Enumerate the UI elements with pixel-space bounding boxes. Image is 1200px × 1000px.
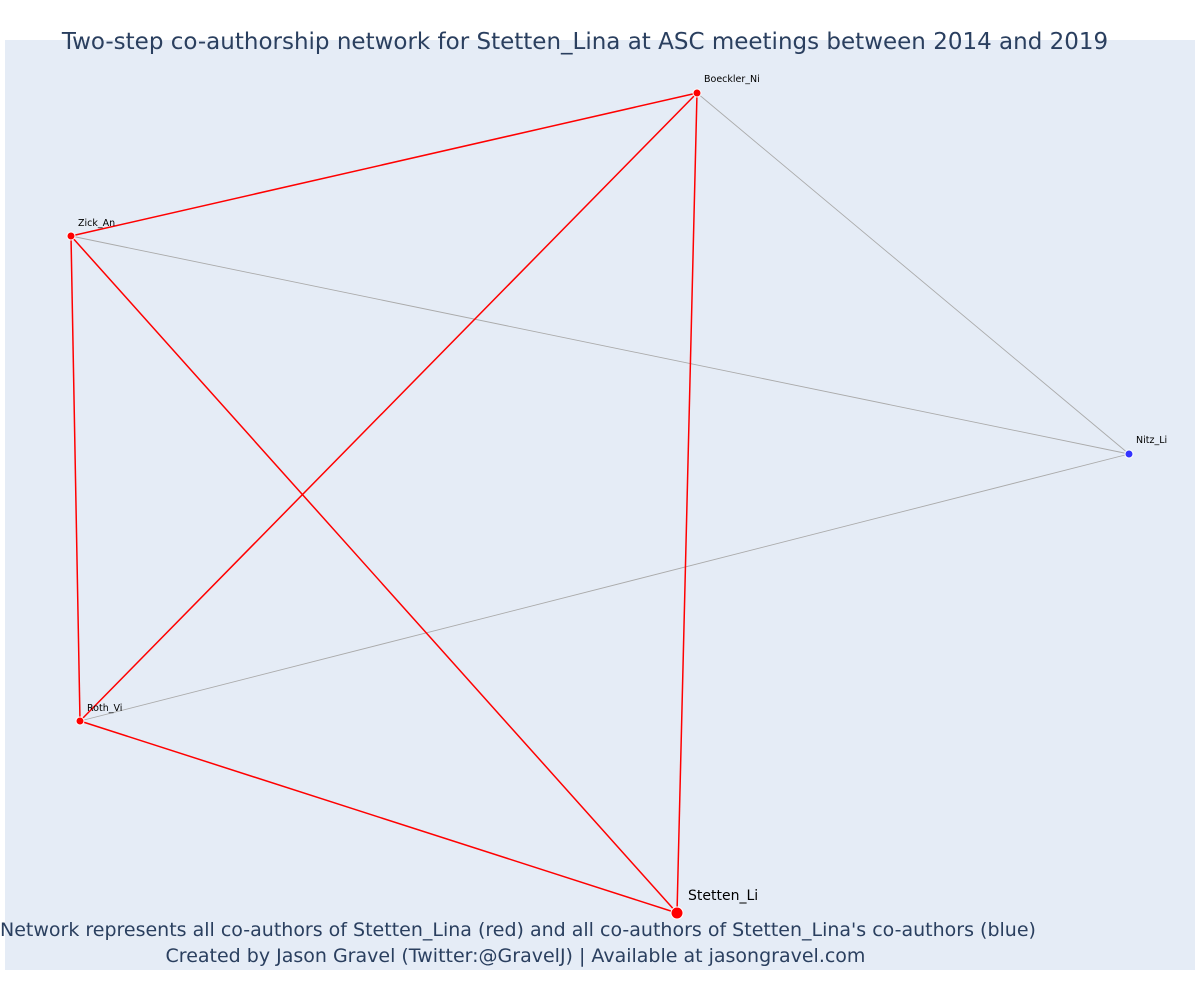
edge-Zick_An-Nitz_Li — [70, 235, 1130, 455]
edge-Stetten_Li-Roth_Vi — [79, 720, 678, 914]
node-label-Nitz_Li: Nitz_Li — [1136, 435, 1167, 446]
plot-background — [5, 40, 1195, 970]
caption-line-1: Network represents all co-authors of Ste… — [0, 919, 1036, 941]
edge-layer — [70, 92, 1130, 914]
edge-Boeckler_Ni-Nitz_Li — [696, 92, 1130, 455]
edge-Roth_Vi-Nitz_Li — [79, 453, 1130, 722]
node-Roth_Vi[interactable] — [75, 716, 85, 726]
node-label-Stetten_Li: Stetten_Li — [688, 888, 758, 904]
node-Zick_An[interactable] — [66, 231, 76, 241]
edge-Boeckler_Ni-Roth_Vi — [79, 92, 698, 722]
node-Nitz_Li[interactable] — [1124, 449, 1134, 459]
edge-Boeckler_Ni-Zick_An — [70, 92, 698, 237]
node-label-Roth_Vi: Roth_Vi — [87, 703, 122, 714]
node-label-Boeckler_Ni: Boeckler_Ni — [704, 74, 760, 85]
chart-title: Two-step co-authorship network for Stett… — [61, 29, 1109, 55]
node-Stetten_Li[interactable] — [670, 906, 684, 920]
chart-caption: Network represents all co-authors of Ste… — [0, 917, 1036, 969]
node-label-Zick_An: Zick_An — [78, 218, 115, 229]
edge-Stetten_Li-Zick_An — [70, 235, 678, 914]
edge-Zick_An-Roth_Vi — [70, 235, 81, 722]
edge-Stetten_Li-Boeckler_Ni — [676, 92, 698, 914]
node-Boeckler_Ni[interactable] — [692, 88, 702, 98]
caption-line-2: Created by Jason Gravel (Twitter:@Gravel… — [165, 945, 866, 967]
